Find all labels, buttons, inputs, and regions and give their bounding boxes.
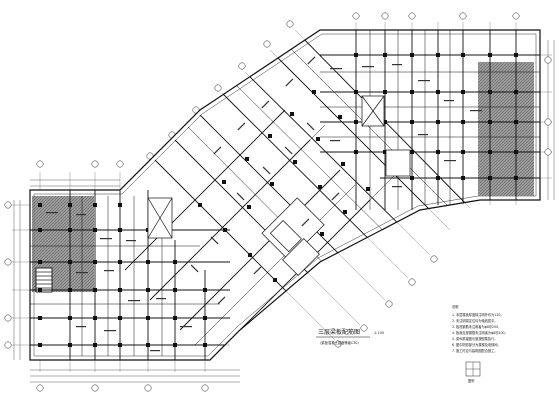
- drawing-subtitle: （梁板混凝土强度等级C30）: [318, 340, 361, 345]
- drawing-scale: 1:100: [374, 331, 384, 335]
- building-outline: [29, 29, 541, 361]
- note-line: 6. 图中阴影部分为楼梯及电梯间。: [452, 342, 501, 347]
- notes-header: 说明: [452, 304, 458, 309]
- columns: [38, 53, 518, 347]
- note-line: 5. 梁纵筋锚固长度按图集执行。: [452, 336, 498, 341]
- notes-block: 说明 1. 本层楼板厚度除注明外均为120。 2. 未注明梁定位均为轴线居中。 …: [452, 304, 508, 383]
- drawing-title-block: 三层梁板配筋图 1:100 （梁板混凝土强度等级C30）: [316, 328, 384, 345]
- note-line: 3. 板底钢筋未注明者为φ8@200。: [452, 324, 501, 329]
- drawing-title: 三层梁板配筋图: [318, 328, 360, 336]
- rebar-annotation-marks: [46, 56, 482, 352]
- legend-label: 图例: [468, 378, 474, 383]
- note-line: 2. 未注明梁定位均为轴线居中。: [452, 318, 498, 323]
- note-line: 1. 本层楼板厚度除注明外均为120。: [452, 312, 504, 317]
- note-line: 7. 施工时应与建筑图配合施工。: [452, 348, 498, 353]
- openings: [35, 95, 411, 293]
- hatch-right-block: [478, 62, 534, 196]
- note-line: 4. 板面支座钢筋未注明者为φ8@200。: [452, 330, 508, 335]
- grid-axis-bubbles: [4, 12, 552, 392]
